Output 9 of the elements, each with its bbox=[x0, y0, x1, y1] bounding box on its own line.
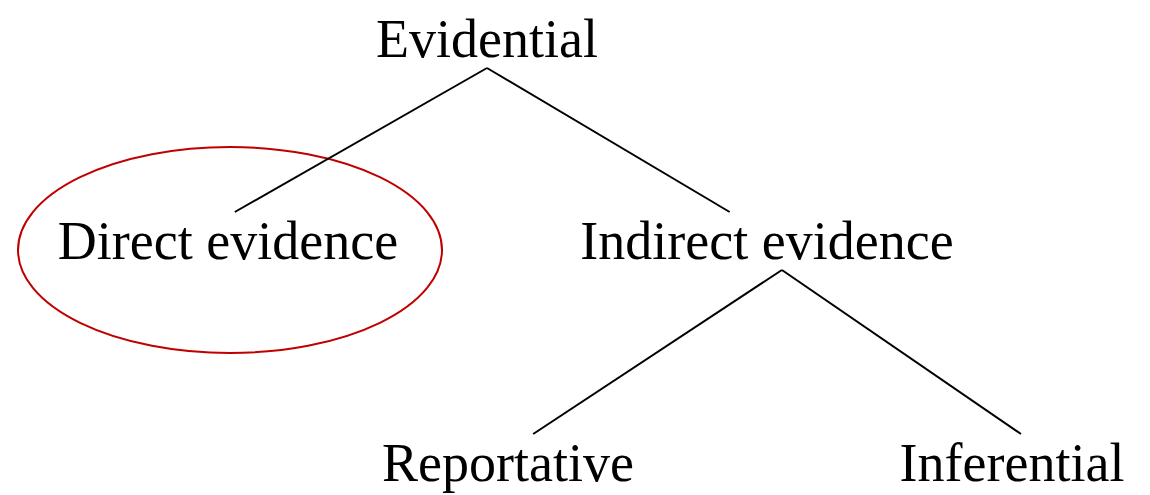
tree-branch-line bbox=[780, 269, 1022, 435]
tree-branch-line bbox=[532, 269, 783, 435]
category-label: Indirect evidence bbox=[580, 212, 954, 270]
category-label: Reportative bbox=[382, 434, 634, 492]
tree-branch-line bbox=[233, 67, 488, 213]
category-label: Evidential bbox=[376, 10, 598, 68]
tree-branch-line bbox=[486, 67, 731, 213]
category-label: Direct evidence bbox=[57, 212, 399, 270]
category-label: Inferential bbox=[899, 434, 1125, 492]
